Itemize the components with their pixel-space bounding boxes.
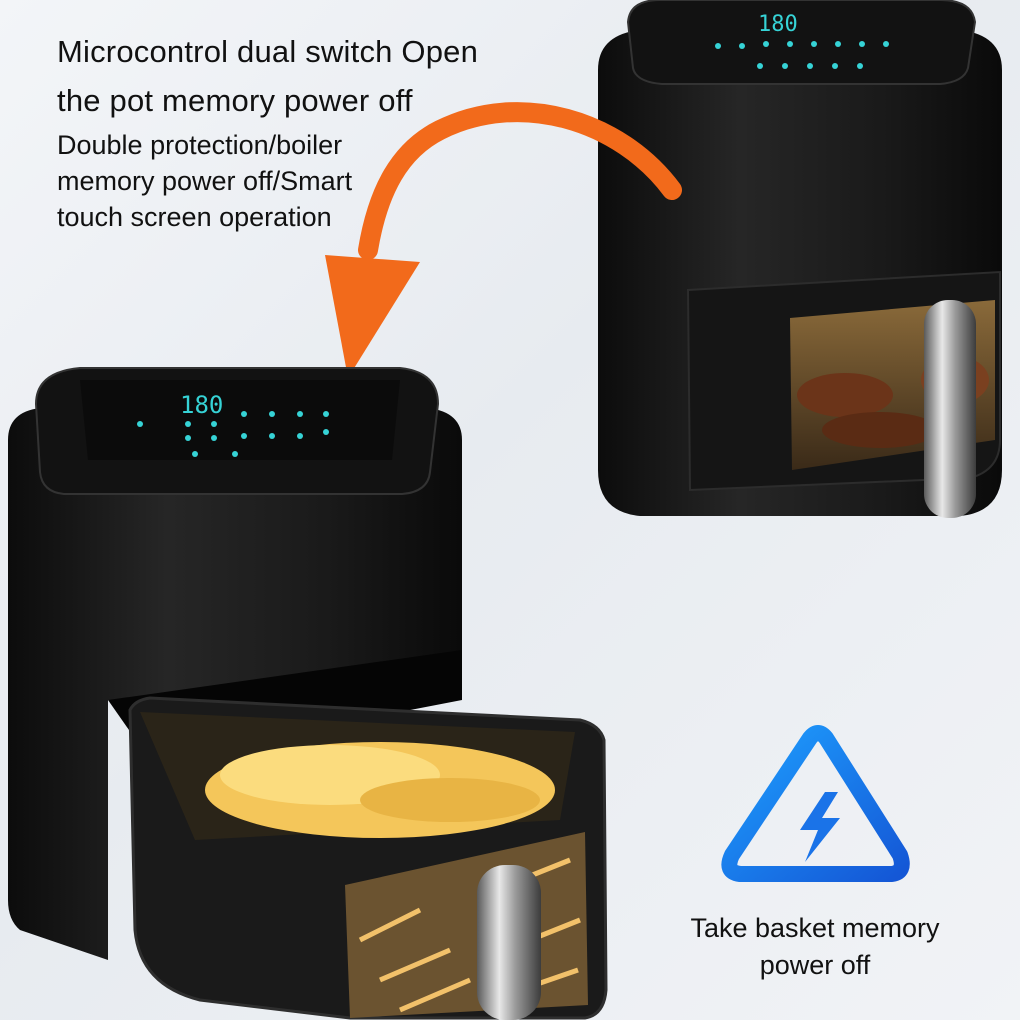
french-fries: [205, 742, 555, 838]
closed-fryer-display: 180: [758, 12, 798, 37]
closed-fryer-handle: [924, 300, 976, 518]
closed-fryer-touch-buttons: [715, 41, 889, 69]
headline-line-1: Microcontrol dual switch Open: [57, 34, 479, 69]
description-line-2: memory power off/Smart: [57, 166, 353, 196]
closed-fryer-lid: [626, 0, 977, 85]
basket-caption: Take basket memory power off: [655, 910, 975, 984]
caption-line-1: Take basket memory: [690, 913, 940, 943]
open-air-fryer: 180: [8, 367, 608, 1020]
feature-description: Double protection/boiler memory power of…: [57, 127, 352, 235]
caption-line-2: power off: [759, 950, 871, 980]
description-line-3: touch screen operation: [57, 202, 332, 232]
open-fryer-display: 180: [180, 391, 223, 419]
headline: Microcontrol dual switch Open the pot me…: [57, 27, 478, 125]
open-fryer-display-panel: [80, 380, 400, 460]
closed-air-fryer: 180: [598, 0, 1002, 518]
curved-arrow-icon: [325, 102, 682, 378]
open-fryer-handle: [477, 865, 541, 1020]
description-line-1: Double protection/boiler: [57, 130, 343, 160]
lightning-triangle-icon: [721, 725, 910, 882]
headline-line-2: the pot memory power off: [57, 83, 413, 118]
open-fryer-touch-buttons: [137, 411, 329, 457]
